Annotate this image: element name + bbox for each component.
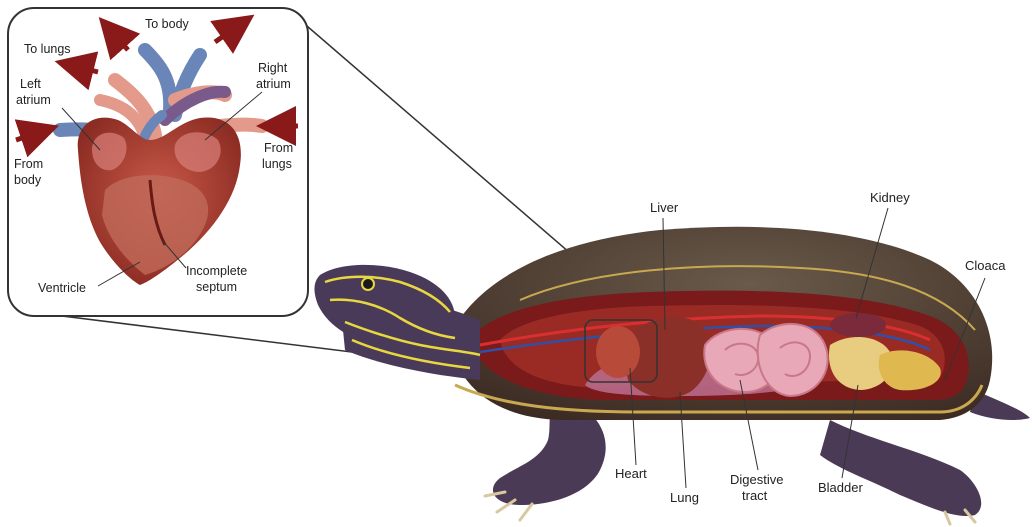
label-from-body-2: body — [14, 173, 42, 187]
label-left-atrium-2: atrium — [16, 93, 51, 107]
label-kidney: Kidney — [870, 190, 910, 205]
label-liver: Liver — [650, 200, 679, 215]
label-ventricle: Ventricle — [38, 281, 86, 295]
heart-inset: To body To lungs Left atrium Right atriu… — [8, 8, 308, 316]
turtle-eye — [362, 278, 374, 290]
label-from-lungs-2: lungs — [262, 157, 292, 171]
label-right-atrium-2: atrium — [256, 77, 291, 91]
kidney — [830, 313, 886, 337]
label-septum-1: Incomplete — [186, 264, 247, 278]
label-septum-2: septum — [196, 280, 237, 294]
label-to-lungs: To lungs — [24, 42, 71, 56]
label-digestive-2: tract — [742, 488, 768, 503]
label-bladder: Bladder — [818, 480, 863, 495]
label-heart: Heart — [615, 466, 647, 481]
label-lung: Lung — [670, 490, 699, 505]
label-from-body-1: From — [14, 157, 43, 171]
turtle-illustration — [314, 227, 1030, 524]
label-digestive-1: Digestive — [730, 472, 783, 487]
label-cloaca: Cloaca — [965, 258, 1006, 273]
label-from-lungs-1: From — [264, 141, 293, 155]
body-heart — [596, 326, 640, 378]
label-to-body: To body — [145, 17, 190, 31]
digestive-tract — [704, 324, 827, 396]
label-right-atrium-1: Right — [258, 61, 288, 75]
label-left-atrium-1: Left — [20, 77, 41, 91]
